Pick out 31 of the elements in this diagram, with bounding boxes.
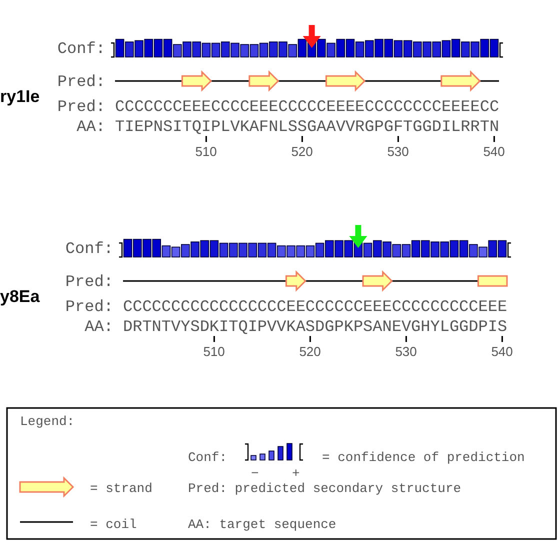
legend-text: Pred: predicted secondary structure — [188, 482, 462, 495]
prediction-sequence: CCCCCCCEEECCCCEEECCCCCEEEECCCCCCCCEEEECC — [115, 99, 500, 115]
sequence-name: ry1Ie — [0, 88, 40, 105]
row-label: Pred: — [57, 74, 106, 90]
amino-acid-sequence: TIEPNSITQIPLVKAFNLSSGAAVVRGPGFTGGDILRRTN — [115, 119, 500, 135]
sequence-name: y8Ea — [0, 288, 40, 305]
row-label: Pred: — [65, 299, 114, 315]
legend-heading: Legend: — [20, 415, 75, 428]
row-label: AA: — [76, 119, 106, 135]
row-label: Conf: — [65, 241, 114, 257]
legend-text: = strand — [90, 482, 152, 495]
amino-acid-sequence: DRTNTVYSDKITQIPVVKASDGPKPSANEVGHYLGGDPIS — [123, 319, 508, 335]
tick-label: 540 — [483, 145, 505, 158]
tick-label: 520 — [291, 145, 313, 158]
tick-label: 530 — [395, 345, 417, 358]
row-label: AA: — [84, 319, 114, 335]
legend-text: = confidence of prediction — [322, 451, 525, 464]
scale-sign: − — [251, 467, 259, 480]
row-label: Conf: — [57, 41, 106, 57]
legend-text: = coil — [90, 518, 137, 531]
tick-label: 530 — [387, 145, 409, 158]
legend-text: AA: target sequence — [188, 518, 336, 531]
legend-text: Conf: — [188, 451, 228, 464]
tick-label: 510 — [203, 345, 225, 358]
row-label: Pred: — [57, 99, 106, 115]
row-label: Pred: — [65, 274, 114, 290]
tick-label: 510 — [195, 145, 217, 158]
prediction-sequence: CCCCCCCCCCCCCCCCCEECCCCCCEEECCCCCCCCCEEE — [123, 299, 508, 315]
tick-label: 520 — [299, 345, 321, 358]
tick-label: 540 — [491, 345, 513, 358]
scale-sign: + — [292, 467, 300, 480]
